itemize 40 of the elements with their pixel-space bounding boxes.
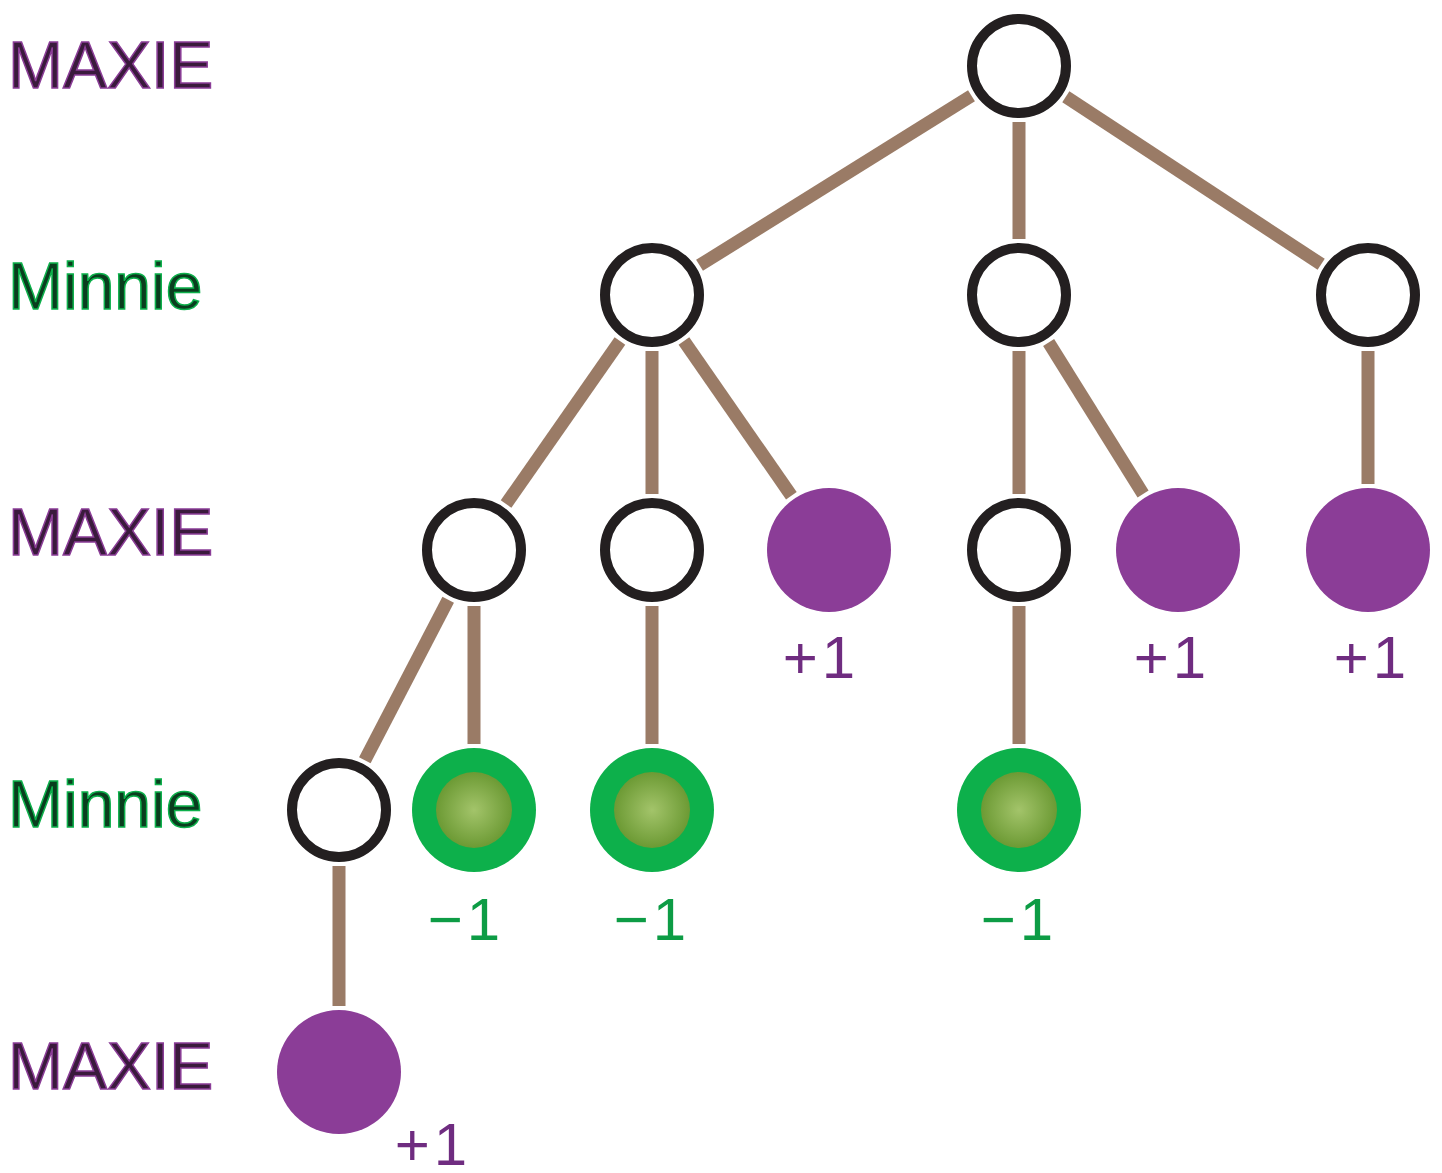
tree-edge [1012, 351, 1026, 494]
tree-edge [1012, 606, 1026, 744]
value-label: +1 [1133, 628, 1211, 688]
value-label: −1 [980, 890, 1058, 950]
tree-edge [1043, 339, 1149, 498]
tree-edge [1062, 91, 1325, 270]
open-circle-node [600, 243, 704, 347]
filled-circle-node [1116, 488, 1240, 612]
value-label: +1 [394, 1115, 472, 1173]
tree-edge [332, 866, 346, 1006]
filled-circle-node [1306, 488, 1430, 612]
player-label: MAXIE [8, 499, 214, 565]
value-label: −1 [613, 890, 691, 950]
tree-edge [696, 90, 975, 271]
player-label: Minnie [8, 771, 203, 837]
tree-edge [1361, 351, 1375, 484]
tree-edge [467, 606, 481, 744]
player-label: MAXIE [8, 1033, 214, 1099]
tree-edge [645, 606, 659, 744]
open-circle-node [287, 758, 391, 862]
value-label: −1 [427, 890, 505, 950]
ringed-circle-node [412, 748, 536, 872]
open-circle-node [1316, 243, 1420, 347]
player-label: MAXIE [8, 32, 214, 98]
open-circle-node [967, 14, 1071, 118]
tree-edge [500, 337, 626, 508]
ringed-circle-node [590, 748, 714, 872]
tree-edge [1012, 122, 1026, 239]
value-label: +1 [782, 628, 860, 688]
open-circle-node [967, 498, 1071, 602]
filled-circle-node [767, 488, 891, 612]
open-circle-node [422, 498, 526, 602]
open-circle-node [600, 498, 704, 602]
player-label: Minnie [8, 253, 203, 319]
open-circle-node [967, 243, 1071, 347]
tree-edge [678, 337, 797, 500]
tree-edge [645, 351, 659, 494]
value-label: +1 [1333, 628, 1411, 688]
tree-edge [359, 596, 454, 764]
ringed-circle-node [957, 748, 1081, 872]
